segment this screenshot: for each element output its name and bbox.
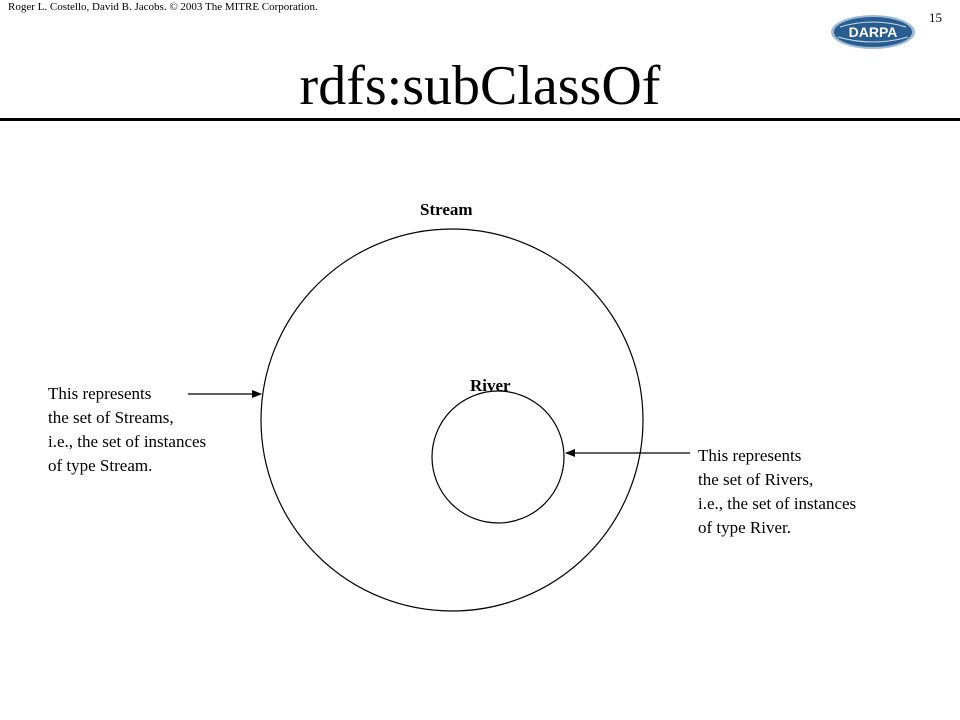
river-note-line: This represents (698, 446, 802, 465)
slide-title: rdfs:subClassOf (299, 55, 661, 117)
stream-set-circle (260, 228, 644, 612)
stream-label: Stream (420, 200, 473, 219)
page-number: 15 (929, 10, 942, 25)
river-set-circle (431, 390, 565, 524)
river-note: This represents the set of Rivers, i.e.,… (698, 444, 856, 540)
copyright-text: Roger L. Costello, David B. Jacobs. © 20… (8, 1, 318, 13)
river-label: River (470, 376, 511, 395)
stream-note: This represents the set of Streams, i.e.… (48, 382, 206, 478)
title-divider (0, 118, 960, 121)
stream-note-line: the set of Streams, (48, 408, 174, 427)
river-note-line: the set of Rivers, (698, 470, 814, 489)
stream-note-line: of type Stream. (48, 456, 153, 475)
stream-note-line: This represents (48, 384, 152, 403)
stream-note-line: i.e., the set of instances (48, 432, 207, 451)
logo-text: DARPA (849, 24, 898, 40)
river-note-line: i.e., the set of instances (698, 494, 857, 513)
darpa-logo: DARPA (831, 15, 915, 49)
river-note-line: of type River. (698, 518, 792, 537)
